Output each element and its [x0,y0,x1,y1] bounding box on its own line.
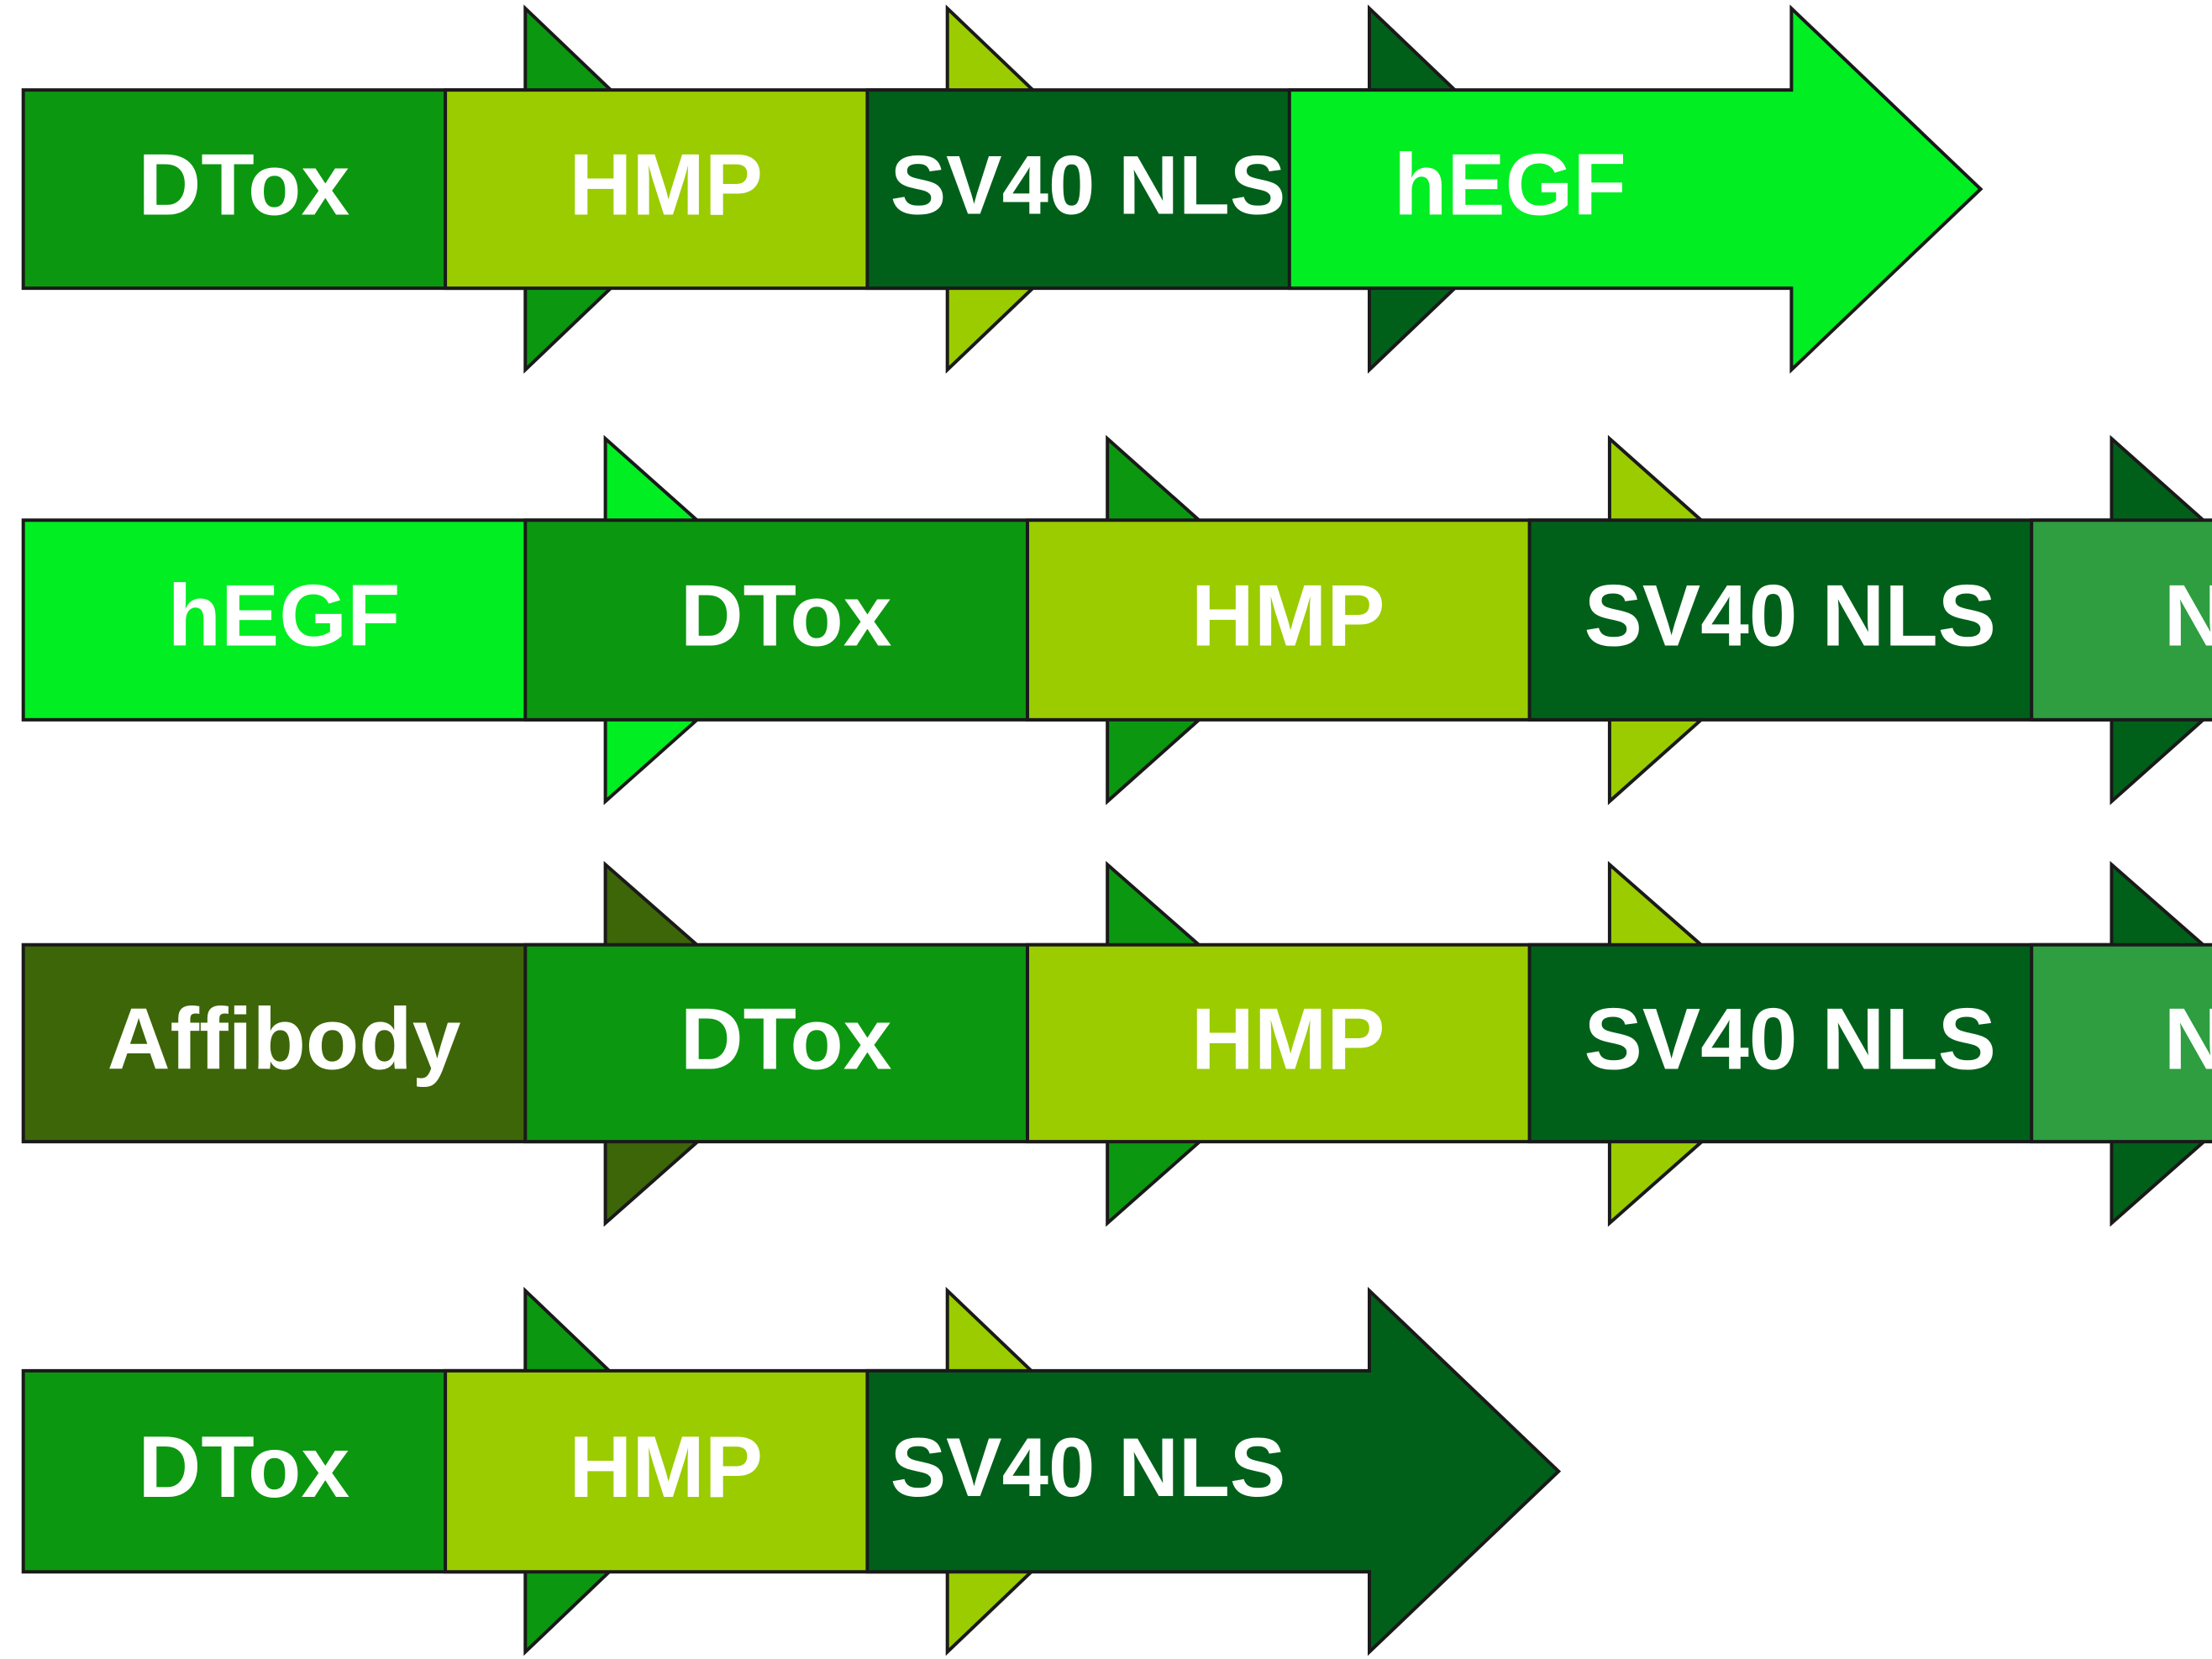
domain-arrow-label: HMP [1191,567,1385,664]
construct-row: hEGF DTox HMP SV40 NLS Nrf2-p [21,434,2212,806]
domain-arrow-label: HMP [569,1418,763,1515]
domain-arrow-label: DTox [138,136,349,234]
domain-arrow-label: Affibody [108,990,461,1087]
domain-arrow-label: HMP [569,136,763,234]
construct-row: Affibody DTox HMP SV40 NLS Nrf2-p [21,860,2212,1227]
domain-arrow-label: SV40 NLS [891,1421,1286,1515]
domain-arrow-label: hEGF [168,567,401,664]
domain-arrow[interactable] [865,1286,1562,1656]
domain-arrow-label: DTox [680,567,892,664]
domain-arrow-label: Nrf2-p [2164,567,2212,664]
domain-arrow-label: SV40 NLS [1584,567,1996,664]
domain-arrow[interactable] [2030,864,2212,1223]
domain-arrow[interactable] [1287,4,1983,374]
domain-arrow-label: hEGF [1394,136,1626,234]
construct-row: DTox HMP SV40 NLS hEGF [21,4,1983,374]
domain-arrow-label: DTox [680,990,892,1087]
domain-arrow-label: Nrf2-p [2164,990,2212,1087]
domain-arrow-label: SV40 NLS [891,139,1286,232]
domain-arrow-label: SV40 NLS [1584,990,1996,1087]
construct-row: DTox HMP SV40 NLS [21,1286,1562,1656]
domain-arrow-label: DTox [138,1418,349,1515]
domain-arrow[interactable] [2030,438,2212,801]
domain-arrow-label: HMP [1191,990,1385,1087]
